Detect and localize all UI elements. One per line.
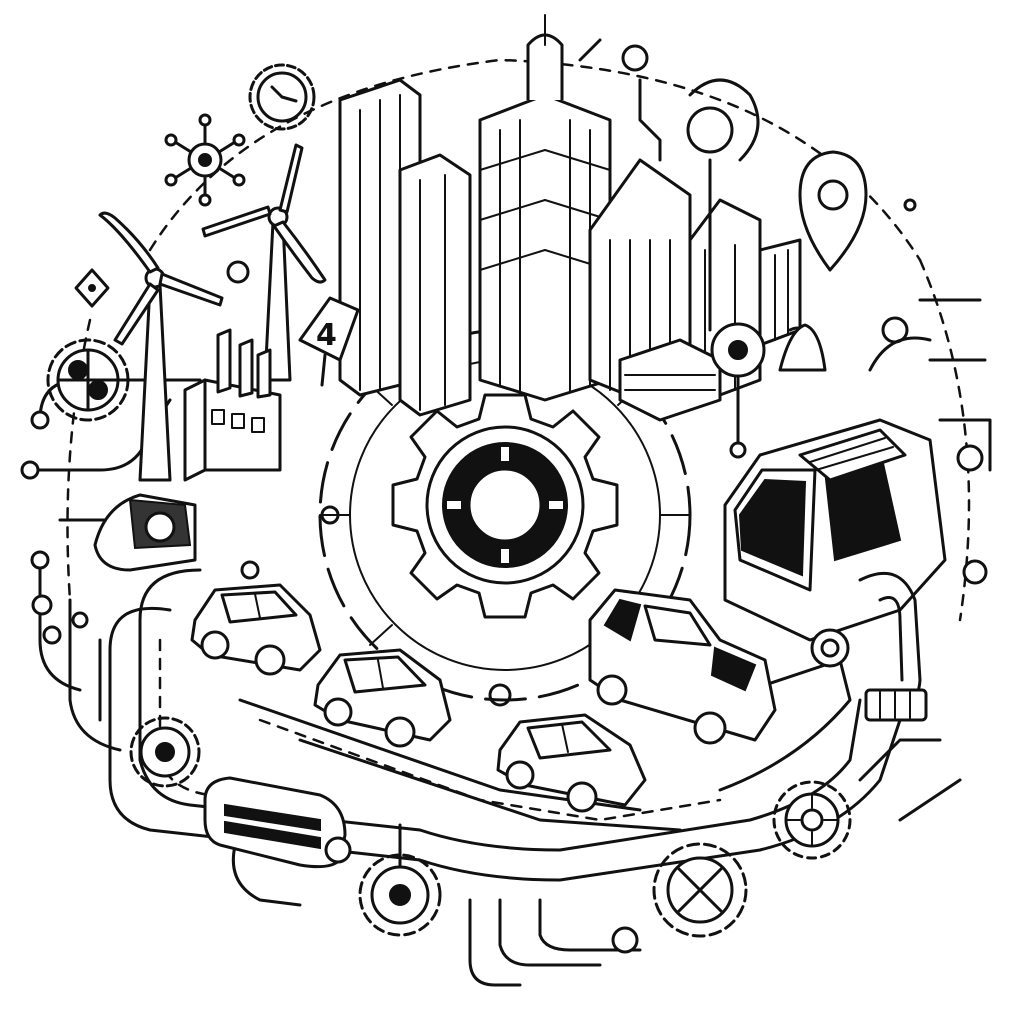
skyscraper-icon	[398, 153, 472, 417]
diamond-icon	[74, 268, 110, 308]
car-icon	[313, 648, 452, 748]
bus-icon	[723, 418, 947, 668]
factory-icon	[183, 328, 282, 482]
battery-icon	[203, 776, 352, 869]
map-pin-icon	[798, 150, 868, 272]
central-gear-icon	[391, 393, 619, 619]
antenna-tower-icon	[686, 78, 766, 459]
road-sign-icon: 4	[298, 296, 360, 387]
target-gear-icon	[46, 338, 130, 422]
sensor-arc-icon	[778, 323, 932, 372]
charging-cable-icon	[858, 571, 928, 722]
gear-icon	[772, 780, 852, 860]
sign-glyph: 4	[316, 318, 337, 353]
car-icon	[496, 713, 647, 813]
city-skyline	[338, 14, 802, 422]
wind-turbine-icon	[98, 211, 224, 482]
wind-turbine-icon	[201, 143, 327, 382]
network-node-icon	[164, 113, 246, 207]
charging-pod-icon	[93, 493, 197, 572]
gear-icon	[652, 842, 748, 938]
gear-icon	[129, 716, 201, 788]
skyscraper-icon	[478, 14, 612, 402]
gear-icon	[358, 823, 442, 937]
low-building-icon	[618, 338, 722, 422]
clock-icon	[248, 63, 316, 131]
car-icon	[190, 583, 322, 676]
van-icon	[588, 588, 777, 745]
